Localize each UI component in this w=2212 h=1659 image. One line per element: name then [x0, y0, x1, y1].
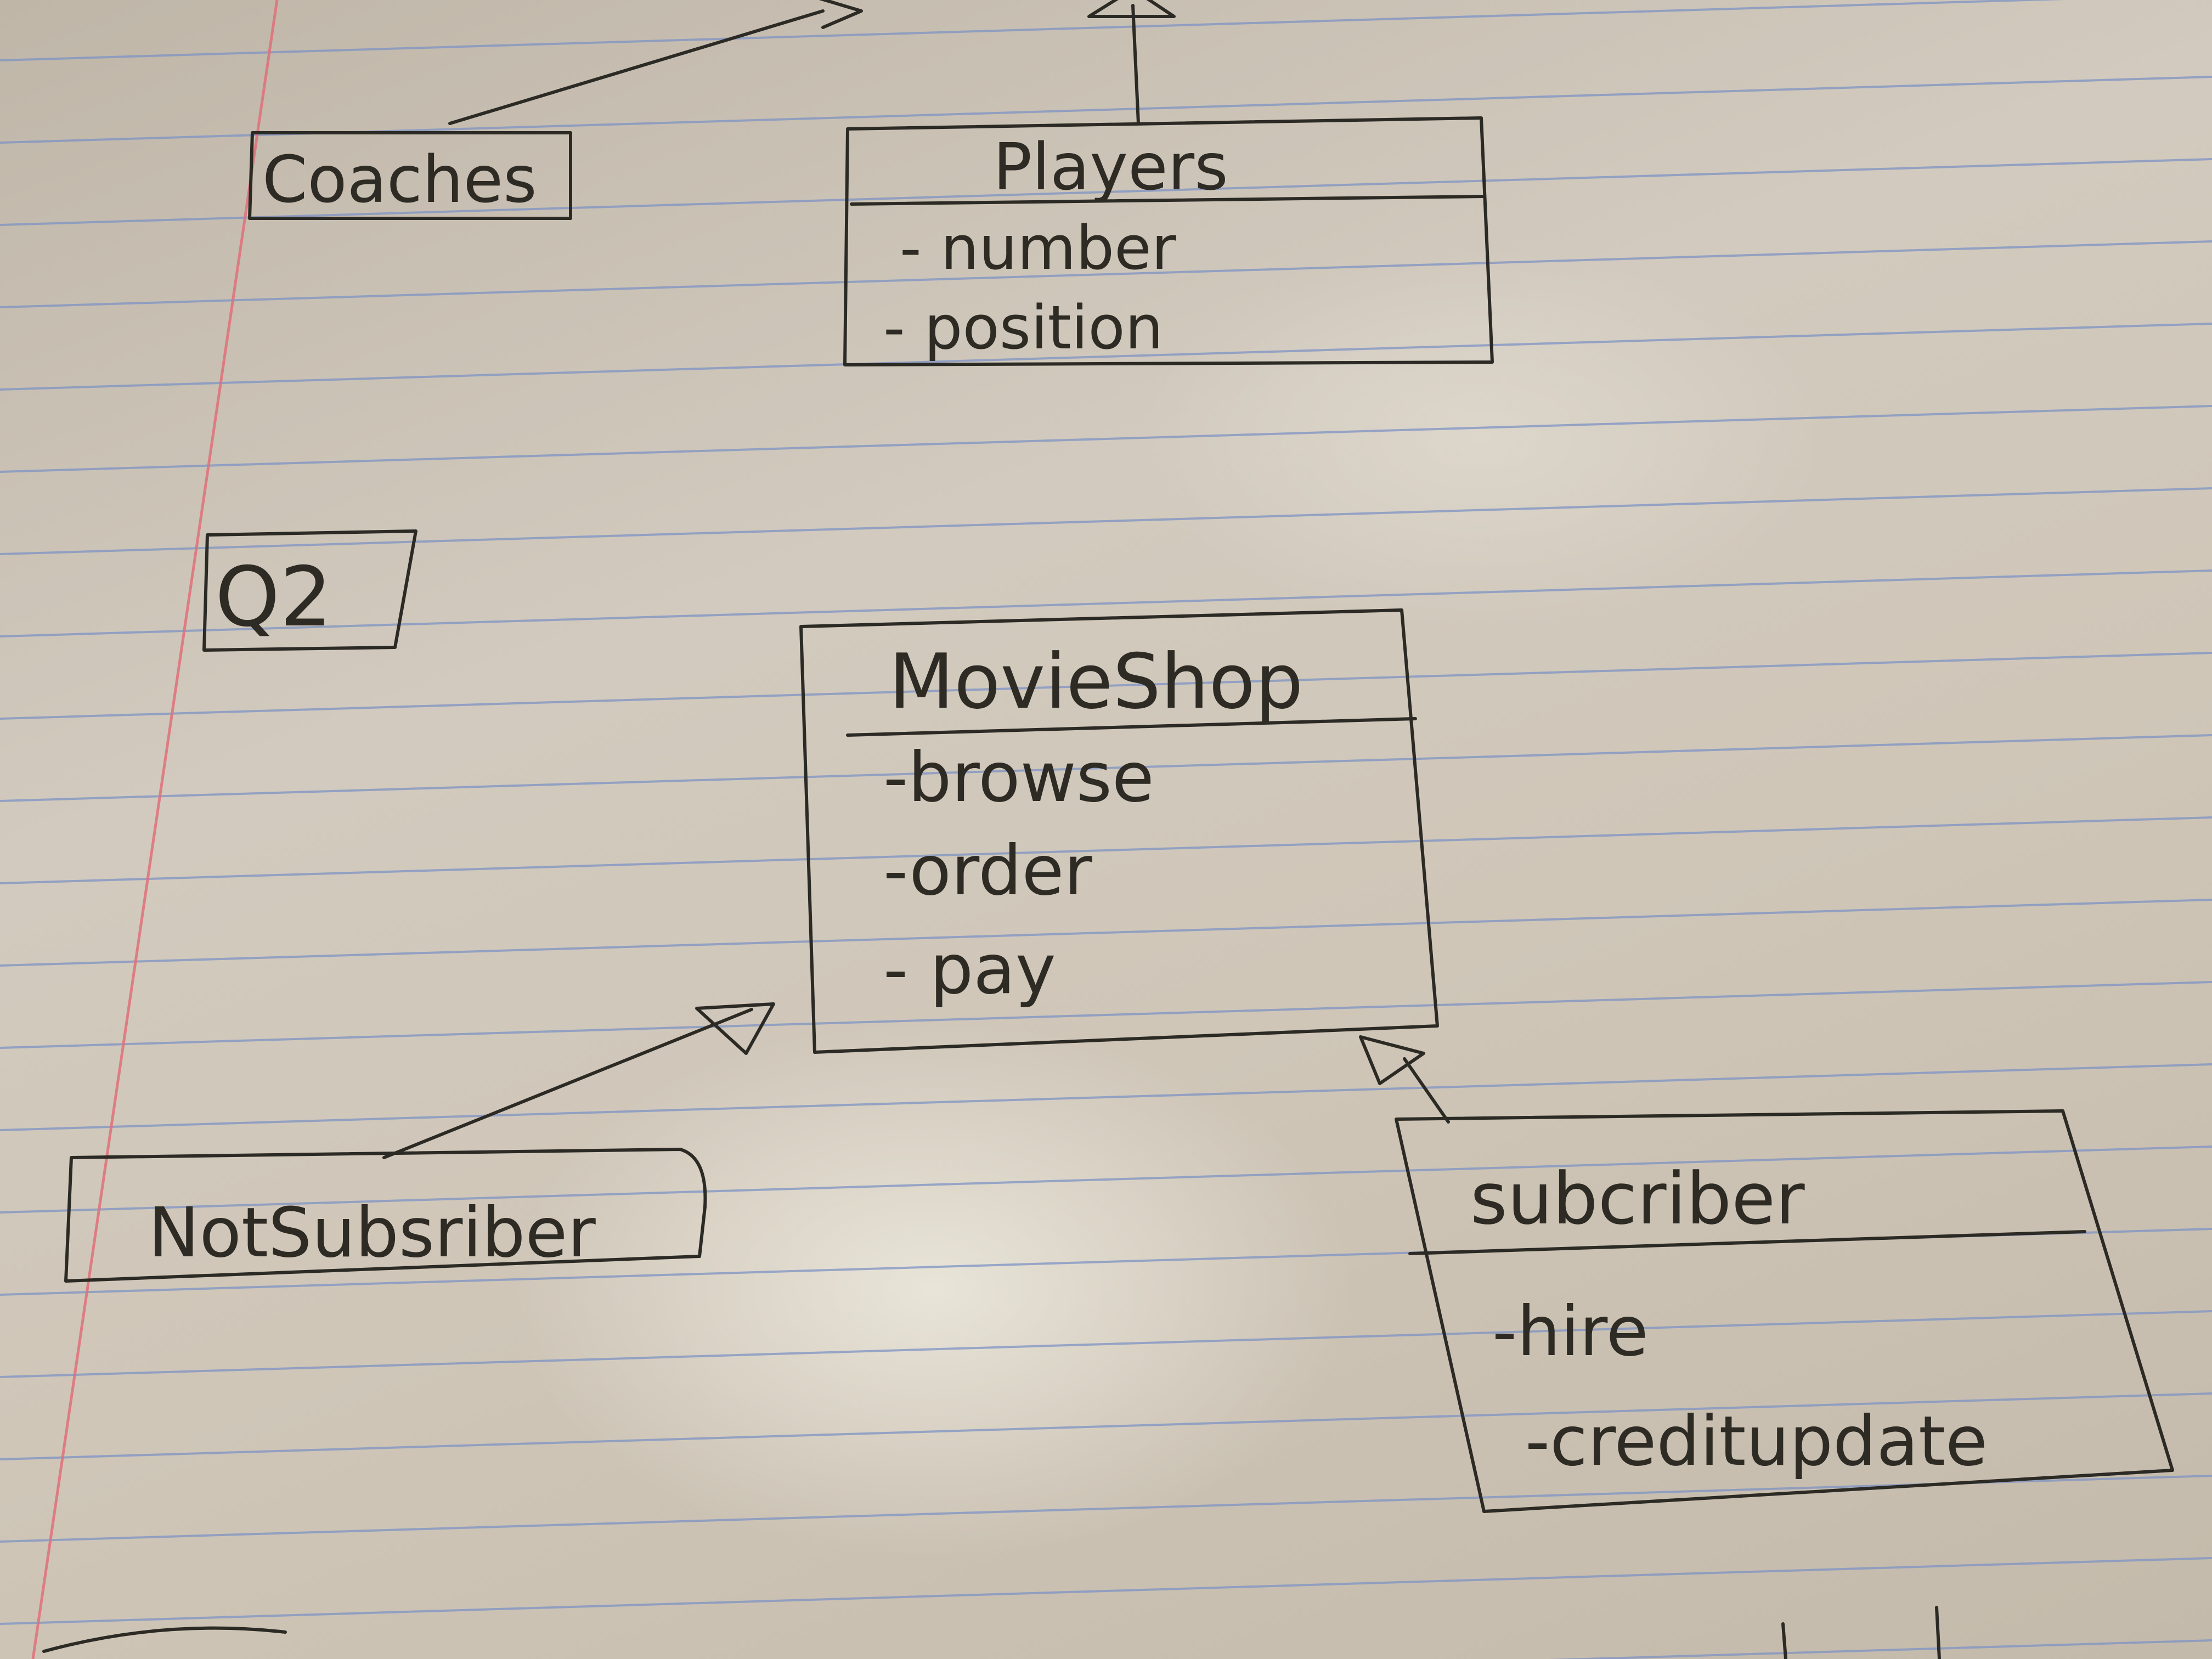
arrow-coaches-to-parent — [448, 0, 863, 125]
ruled-line — [0, 1063, 2212, 1131]
ruled-line — [0, 323, 2212, 391]
ruled-line — [0, 487, 2212, 555]
ruled-line — [0, 158, 2212, 226]
ruled-line — [0, 816, 2212, 884]
class-movieshop-member: - pay — [883, 930, 1056, 1009]
ruled-line — [0, 1146, 2212, 1214]
arrow-subscriber-to-movieshop — [1359, 1035, 1450, 1124]
ruled-line — [0, 652, 2212, 720]
class-subscriber-member: -hire — [1492, 1292, 1649, 1372]
class-movieshop-member: -order — [883, 831, 1092, 911]
class-subscriber: subcriber -hire -creditupdate — [1395, 1109, 2174, 1513]
ruled-line — [1548, 1639, 2212, 1659]
ruled-line — [0, 734, 2212, 802]
class-subscriber-member: -creditupdate — [1525, 1402, 1988, 1481]
class-notsubscriber-name: NotSubsriber — [148, 1193, 596, 1273]
ruled-line — [0, 899, 2212, 967]
class-players-name: Players — [993, 129, 1228, 205]
class-notsubscriber: NotSubsriber — [64, 1148, 707, 1283]
ruled-line — [0, 569, 2212, 637]
class-players-member: - number — [900, 213, 1177, 283]
ruled-line — [0, 240, 2212, 308]
ruled-line — [0, 1557, 2212, 1625]
partial-shape-bottom — [42, 1606, 1941, 1659]
ruled-line — [0, 0, 2065, 61]
class-movieshop-name: MovieShop — [889, 637, 1304, 726]
ruled-line — [0, 1310, 2212, 1378]
class-movieshop: MovieShop -browse -order - pay — [799, 608, 1439, 1054]
class-subscriber-name: subcriber — [1470, 1157, 1805, 1240]
section-label-text: Q2 — [215, 550, 332, 645]
ruled-line — [0, 405, 2212, 473]
class-players-member: - position — [883, 292, 1163, 363]
ruled-line — [0, 1392, 2212, 1460]
arrow-notsubscriber-to-movieshop — [382, 1002, 775, 1159]
section-label-q2: Q2 — [202, 529, 417, 652]
class-coaches-name: Coaches — [262, 142, 537, 217]
ruled-line — [0, 1475, 2212, 1543]
arrow-players-to-parent — [1087, 0, 1176, 125]
class-movieshop-member: -browse — [883, 738, 1154, 817]
margin-line — [31, 0, 279, 1659]
class-players: Players - number - position — [843, 116, 1494, 366]
class-coaches: Coaches — [248, 131, 572, 220]
ruled-line — [0, 981, 2212, 1049]
